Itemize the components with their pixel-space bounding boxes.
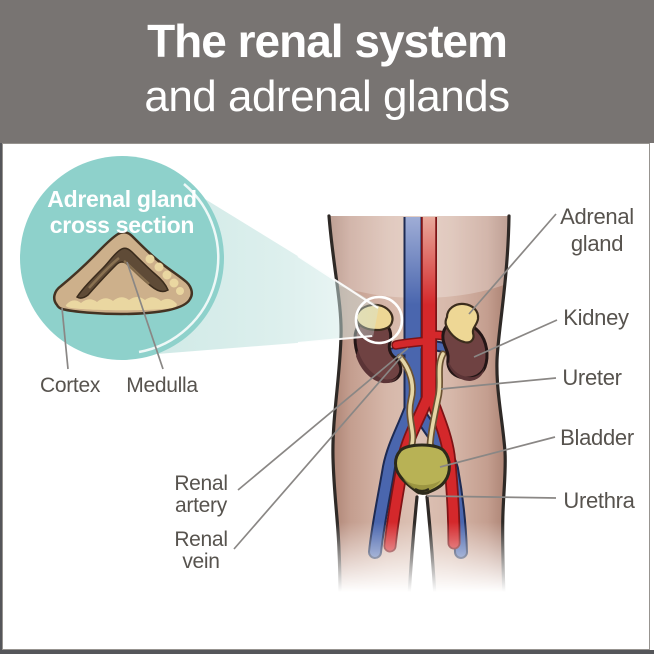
beam-edge-bottom (297, 335, 373, 344)
bladder-shape (394, 443, 451, 495)
label-line-medulla (126, 261, 164, 370)
label-renal-vein-line1: Renal (174, 528, 228, 551)
label-line-cortex (61, 307, 69, 370)
gland-medulla (75, 247, 169, 299)
ureter-right (426, 350, 447, 456)
label-renal-artery-line2: artery (175, 494, 227, 517)
label-ureter: Ureter (562, 365, 622, 390)
label-adrenal-gland: Adrenal gland (542, 203, 652, 257)
label-renal-artery: Renal artery (146, 473, 256, 517)
gland-texture-bottom (65, 297, 177, 311)
kidney-left-shade (356, 350, 398, 384)
label-line-urethra (426, 495, 557, 499)
inner-leg-left (407, 495, 419, 599)
bladder-shade (403, 478, 441, 492)
label-line-kidney (473, 319, 558, 358)
label-renal-vein: Renal vein (146, 529, 256, 573)
inset-caption-line1: Adrenal gland (47, 186, 197, 212)
torso-figure (327, 214, 511, 599)
page-subtitle: and adrenal glands (144, 72, 510, 121)
inner-leg-right (425, 495, 437, 599)
label-bladder: Bladder (560, 425, 634, 450)
kidney-right-shade (448, 362, 484, 381)
page-title: The renal system (147, 15, 508, 67)
ureter-left (396, 353, 417, 456)
label-adrenal-gland-line2: gland (570, 231, 624, 256)
inset-circle-highlight-arc (138, 183, 220, 354)
label-line-renal-vein (233, 355, 403, 550)
label-renal-vein-line2: vein (182, 550, 220, 573)
gland-texture-bumps (145, 254, 184, 295)
label-line-adrenal-gland (468, 213, 557, 315)
bladder-neck-line (414, 488, 430, 493)
inset-caption-line2: cross section (49, 212, 195, 238)
label-urethra: Urethra (563, 488, 635, 513)
label-line-renal-artery (237, 347, 409, 491)
label-renal-artery-line1: Renal (174, 472, 228, 495)
label-line-ureter (440, 377, 557, 390)
label-line-bladder (439, 436, 556, 468)
adrenal-cross-section-drawing (52, 231, 193, 316)
inset-caption: Adrenal gland cross section (22, 186, 222, 238)
magnifier-ring (354, 295, 404, 345)
label-kidney: Kidney (563, 305, 629, 330)
label-adrenal-gland-line1: Adrenal (560, 204, 634, 229)
frame-bottom-edge (0, 650, 654, 654)
beam-edge-top (297, 255, 379, 309)
gland-medulla-inner-line (88, 257, 150, 289)
header-band (0, 0, 654, 143)
label-lines (61, 213, 558, 550)
label-medulla: Medulla (126, 374, 198, 397)
label-cortex: Cortex (39, 374, 101, 397)
frame-left-edge (0, 143, 2, 654)
